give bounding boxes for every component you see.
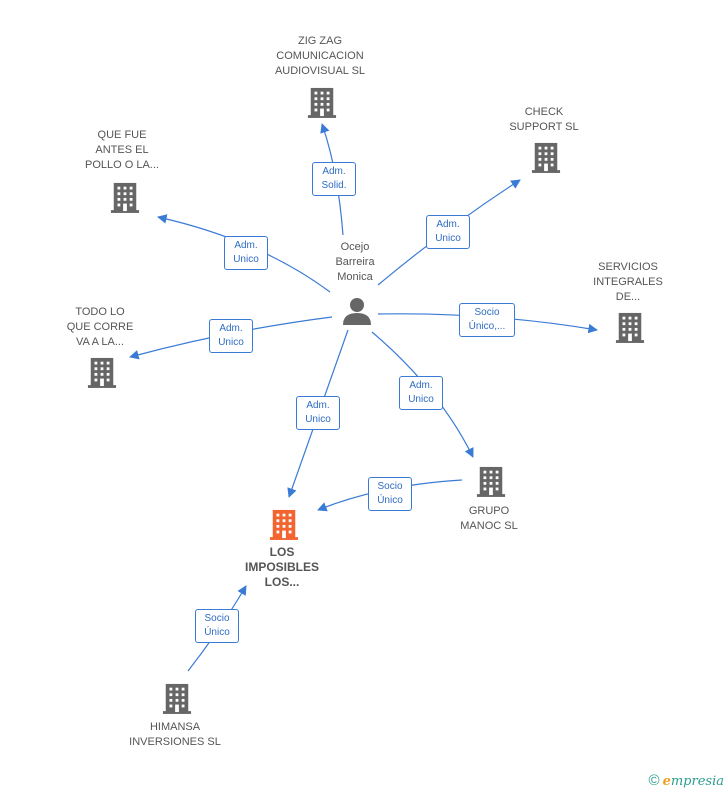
label-line: LOS <box>269 545 295 559</box>
brand-rest: mpresia <box>670 774 724 789</box>
edge-label-grupo[interactable]: Adm. Unico <box>399 376 443 410</box>
person-icon[interactable] <box>343 298 371 325</box>
label-line: INVERSIONES SL <box>129 736 221 748</box>
label-line: SUPPORT SL <box>509 121 579 133</box>
edge-label-line: Adm. <box>234 240 258 251</box>
edge-label-line: Socio <box>377 481 403 492</box>
edge-label-check[interactable]: Adm. Unico <box>426 215 470 249</box>
edge-label-line: Unico <box>233 254 259 265</box>
edge-label-line: Solid. <box>321 180 347 191</box>
label-line: LOS... <box>264 575 300 589</box>
edge-label-line: Único <box>377 495 403 506</box>
company-label-focus[interactable]: LOS IMPOSIBLES LOS... <box>232 545 332 590</box>
edge-label-line: Único,... <box>468 321 506 332</box>
label-line: ANTES EL <box>95 144 149 156</box>
label-line: HIMANSA <box>149 721 201 733</box>
building-icon-grupo[interactable] <box>476 466 506 497</box>
edge-label-line: Unico <box>435 233 461 244</box>
building-icon-servicios[interactable] <box>615 312 645 343</box>
edge-label-himansa-focus[interactable]: Socio Único <box>195 609 239 643</box>
edge-label-line: Unico <box>408 394 434 405</box>
center-name-line: Ocejo <box>340 241 370 253</box>
edges <box>129 123 598 672</box>
footer-brand[interactable]: ©empresia <box>649 772 724 789</box>
edge-label-line: Socio <box>204 613 230 624</box>
label-line: DE... <box>615 291 641 303</box>
company-label-quefue[interactable]: QUE FUE ANTES EL POLLO O LA... <box>72 128 172 173</box>
center-name-line: Monica <box>337 271 373 283</box>
edge-label-line: Adm. <box>409 380 433 391</box>
edge-label-line: Adm. <box>436 219 460 230</box>
label-line: COMUNICACION <box>276 50 364 62</box>
edge-label-quefue[interactable]: Adm. Unico <box>224 236 268 270</box>
edge-label-line: Unico <box>218 337 244 348</box>
label-line: TODO LO <box>75 306 125 318</box>
label-line: IMPOSIBLES <box>244 560 319 574</box>
edge-label-line: Único <box>204 627 230 638</box>
label-line: ZIG ZAG <box>298 35 342 47</box>
label-line: QUE CORRE <box>66 321 134 333</box>
brand-logo: empresia <box>663 774 724 789</box>
edge-label-zigzag[interactable]: Adm. Solid. <box>312 162 356 196</box>
label-line: MANOC SL <box>460 520 518 532</box>
edge-label-line: Adm. <box>322 166 346 177</box>
company-label-check[interactable]: CHECK SUPPORT SL <box>494 105 594 135</box>
center-name-line: Barreira <box>335 256 375 268</box>
edge-label-grupo-focus[interactable]: Socio Único <box>368 477 412 511</box>
label-line: CHECK <box>524 106 564 118</box>
label-line: GRUPO <box>468 505 510 517</box>
company-label-grupo[interactable]: GRUPO MANOC SL <box>439 504 539 534</box>
building-icon-focus[interactable] <box>269 509 299 540</box>
edge-label-line: Unico <box>305 414 331 425</box>
edge-label-line: Adm. <box>306 400 330 411</box>
edge-label-servicios[interactable]: Socio Único,... <box>459 303 515 337</box>
company-label-himansa[interactable]: HIMANSA INVERSIONES SL <box>115 720 235 750</box>
building-icon-zigzag[interactable] <box>307 87 337 118</box>
label-line: AUDIOVISUAL SL <box>274 65 366 77</box>
brand-initial: e <box>662 774 671 789</box>
label-line: INTEGRALES <box>593 276 663 288</box>
label-line: QUE FUE <box>97 129 147 141</box>
nodes <box>87 87 645 714</box>
copyright-icon: © <box>648 772 660 789</box>
label-line: POLLO O LA... <box>85 159 159 171</box>
company-label-todolo[interactable]: TODO LO QUE CORRE VA A LA... <box>50 305 150 350</box>
company-label-servicios[interactable]: SERVICIOS INTEGRALES DE... <box>578 260 678 305</box>
edge-label-focus[interactable]: Adm. Unico <box>296 396 340 430</box>
edge-label-todolo[interactable]: Adm. Unico <box>209 319 253 353</box>
building-icon-todolo[interactable] <box>87 357 117 388</box>
edge-label-line: Socio <box>474 307 500 318</box>
building-icon-himansa[interactable] <box>162 683 192 714</box>
company-label-zigzag[interactable]: ZIG ZAG COMUNICACION AUDIOVISUAL SL <box>260 34 380 79</box>
label-line: SERVICIOS <box>598 261 658 273</box>
building-icon-quefue[interactable] <box>110 182 140 213</box>
label-line: VA A LA... <box>75 336 125 348</box>
building-icon-check[interactable] <box>531 142 561 173</box>
edge-label-line: Adm. <box>219 323 243 334</box>
center-person-label[interactable]: Ocejo Barreira Monica <box>318 240 392 285</box>
